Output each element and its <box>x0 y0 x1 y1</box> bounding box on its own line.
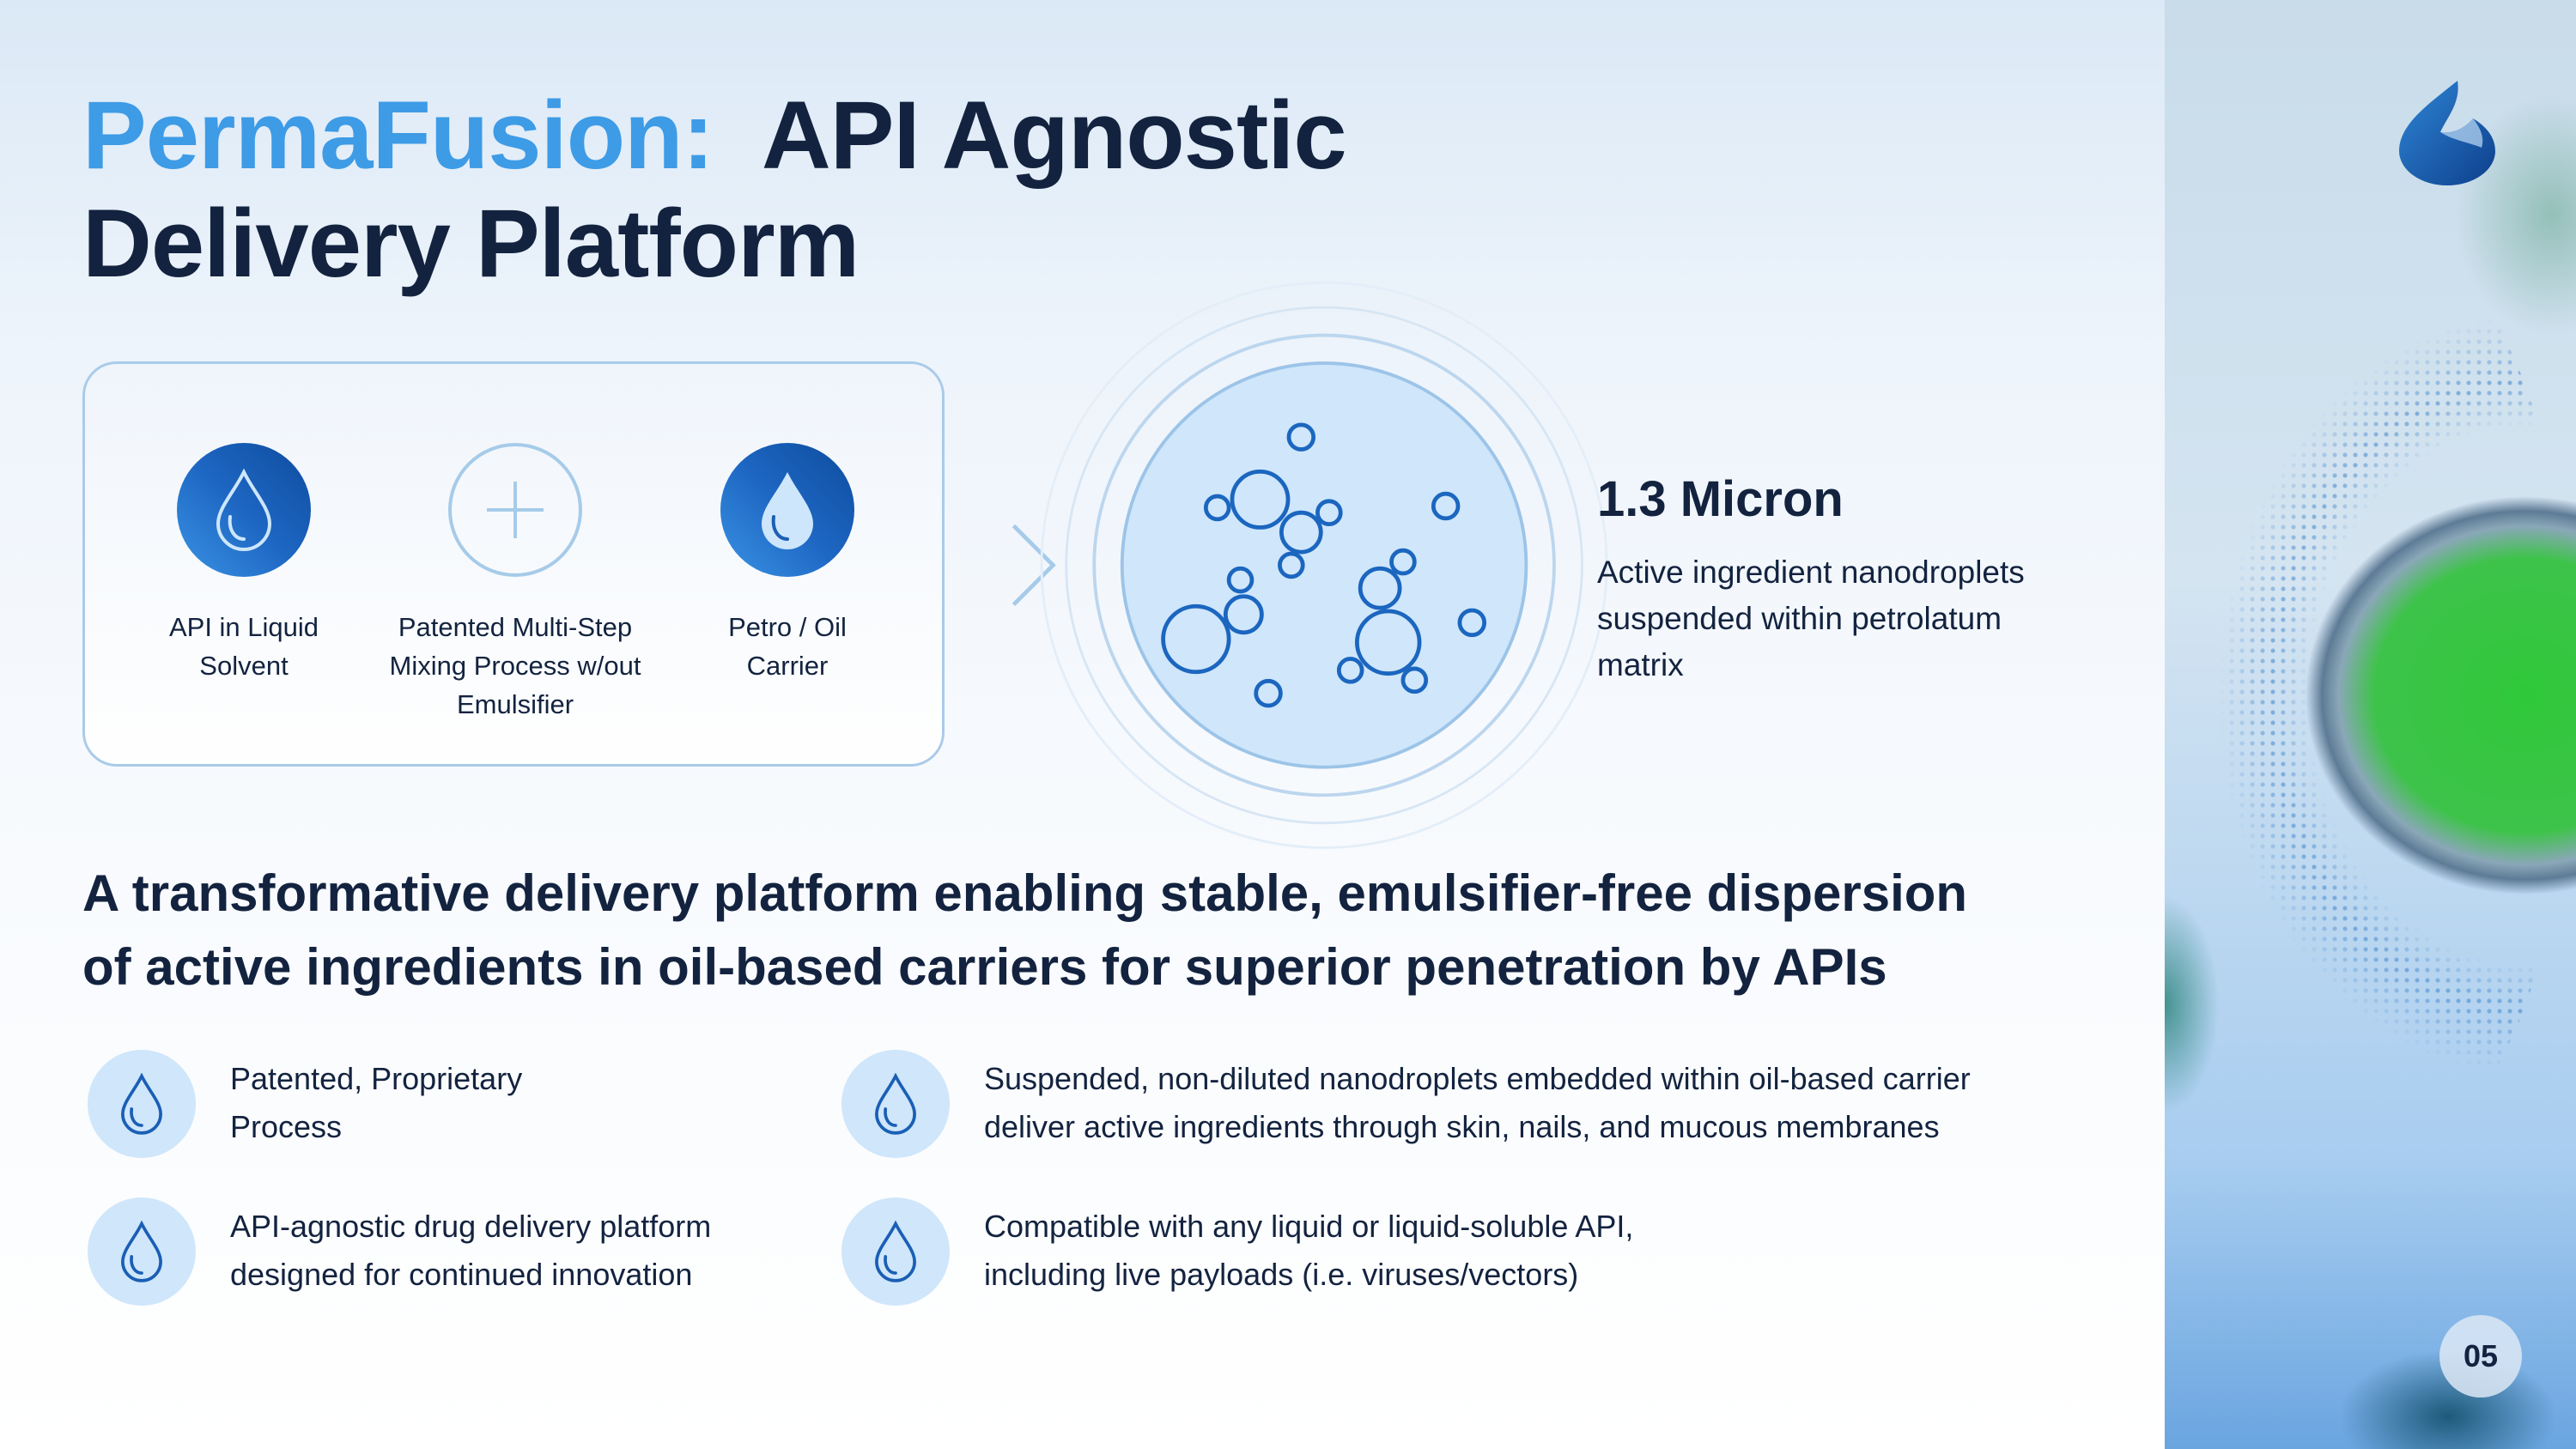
bullet-text: Compatible with any liquid or liquid-sol… <box>984 1209 1634 1244</box>
tagline-line: of active ingredients in oil-based carri… <box>82 938 1887 996</box>
droplet-outline-icon <box>177 443 311 577</box>
droplet-filled-icon <box>720 443 854 577</box>
dot-pattern <box>2165 223 2576 1167</box>
desc-line: Active ingredient nanodroplets <box>1597 555 2025 590</box>
hero-image-panel <box>2165 0 2576 1449</box>
step-label: Carrier <box>746 651 829 681</box>
title-line1: API Agnostic <box>761 82 1347 189</box>
bullet-text: deliver active ingredients through skin,… <box>984 1109 1940 1144</box>
title-accent: PermaFusion: <box>82 82 714 189</box>
bullet-text: including live payloads (i.e. viruses/ve… <box>984 1257 1579 1292</box>
step-label: Patented Multi-Step <box>398 612 633 642</box>
droplet-icon <box>88 1050 196 1158</box>
bullet-text: designed for continued innovation <box>230 1257 693 1292</box>
micron-size-heading: 1.3 Micron <box>1597 471 1844 527</box>
droplet-icon <box>841 1050 950 1158</box>
step-label: Petro / Oil <box>728 612 847 642</box>
bullet-item: Suspended, non-diluted nanodroplets embe… <box>841 1050 1971 1158</box>
micron-description: Active ingredient nanodroplets suspended… <box>1597 549 2078 688</box>
bullet-text: Suspended, non-diluted nanodroplets embe… <box>984 1061 1971 1096</box>
tagline: A transformative delivery platform enabl… <box>82 857 2160 1004</box>
plus-icon <box>448 443 582 577</box>
desc-line: suspended within petrolatum <box>1597 601 2002 636</box>
page-number: 05 <box>2439 1315 2522 1397</box>
outer-ring <box>1040 281 1608 849</box>
droplet-icon <box>841 1197 950 1306</box>
title-line2: Delivery Platform <box>82 190 860 297</box>
step-label: Emulsifier <box>456 689 574 719</box>
bullet-item: API-agnostic drug delivery platform desig… <box>88 1197 711 1306</box>
outer-ring <box>1092 333 1556 797</box>
droplet-circle <box>1120 361 1528 769</box>
step-label: Solvent <box>199 651 289 681</box>
bullet-text: Process <box>230 1109 343 1144</box>
bullet-item: Compatible with any liquid or liquid-sol… <box>841 1197 1633 1306</box>
desc-line: matrix <box>1597 647 1684 682</box>
bullet-text: Patented, Proprietary <box>230 1061 523 1096</box>
brand-logo-icon <box>2399 81 2495 185</box>
step-label: Mixing Process w/out <box>389 651 641 681</box>
chevron-right-icon <box>1012 524 1056 607</box>
page-title: PermaFusion: API Agnostic Delivery Platf… <box>82 82 1347 298</box>
outer-ring <box>1065 306 1583 825</box>
tagline-line: A transformative delivery platform enabl… <box>82 864 1968 922</box>
bullet-text: API-agnostic drug delivery platform <box>230 1209 712 1244</box>
droplet-icon <box>88 1197 196 1306</box>
step-label: API in Liquid <box>168 612 319 642</box>
nanodroplets <box>1161 422 1487 708</box>
